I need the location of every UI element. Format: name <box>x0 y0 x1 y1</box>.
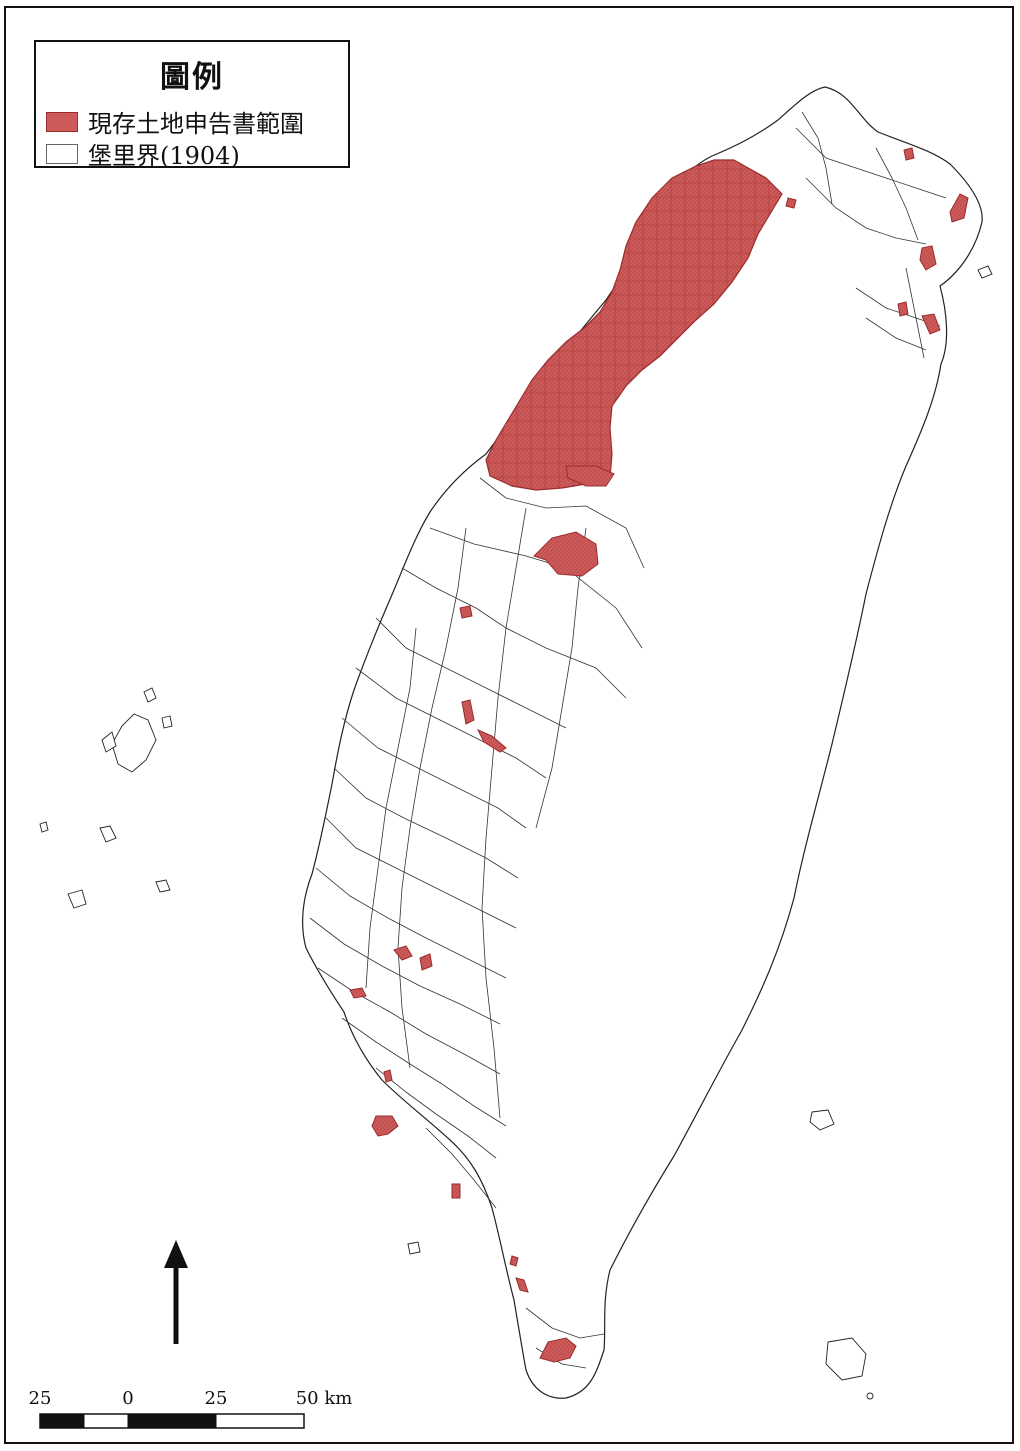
highlight-chiayi-1 <box>393 945 413 961</box>
highlighted-regions <box>349 147 969 1363</box>
highlight-small-1 <box>459 605 473 619</box>
highlight-tainan-2 <box>383 1069 393 1083</box>
highlight-northeast-tip <box>785 197 797 209</box>
legend-item-land-declaration: 現存土地申告書範圍 <box>46 104 304 139</box>
scale-label-0: 0 <box>122 1388 134 1409</box>
highlight-hengchun <box>539 1337 577 1363</box>
legend-label-boundary: 堡里界(1904) <box>88 142 240 170</box>
highlight-taichung-2 <box>476 729 507 753</box>
highlight-north-strip <box>565 465 615 487</box>
highlight-yilan-2 <box>949 193 969 223</box>
map-frame: 25 0 25 50 km 圖例 現存土地申告書範圍 堡里界(1904) <box>4 6 1014 1444</box>
highlight-yilan-1 <box>903 147 915 161</box>
legend-label-land-declaration: 現存土地申告書範圍 <box>88 110 304 138</box>
highlight-yilan-3 <box>919 245 937 271</box>
small-islands <box>407 265 993 1400</box>
scale-label-25-right: 25 <box>204 1388 228 1409</box>
highlight-taichung <box>461 699 475 725</box>
scale-label-50km: 50 km <box>295 1388 353 1409</box>
legend-item-boundary: 堡里界(1904) <box>46 136 240 171</box>
penghu-islands <box>39 687 173 909</box>
north-arrow-icon <box>164 1240 188 1344</box>
district-boundaries <box>309 111 947 1369</box>
scale-label-25-left: 25 <box>28 1388 52 1409</box>
highlight-tainan-1 <box>349 987 367 999</box>
legend-swatch-white <box>46 143 78 164</box>
highlight-chiayi-2 <box>419 953 433 971</box>
highlight-south-coast <box>509 1255 519 1267</box>
highlight-pingtung <box>451 1183 461 1199</box>
highlight-yilan-5 <box>921 313 941 335</box>
legend-title: 圖例 <box>160 60 224 95</box>
highlight-yilan-4 <box>897 301 909 317</box>
scale-bar <box>39 1413 305 1429</box>
taiwan-map <box>39 86 993 1429</box>
highlight-south-coast-2 <box>515 1277 529 1293</box>
legend-swatch-red <box>46 111 78 132</box>
highlight-hsinchu <box>533 531 599 577</box>
highlight-kaohsiung <box>371 1115 399 1137</box>
map-legend: 圖例 現存土地申告書範圍 堡里界(1904) <box>34 40 350 171</box>
